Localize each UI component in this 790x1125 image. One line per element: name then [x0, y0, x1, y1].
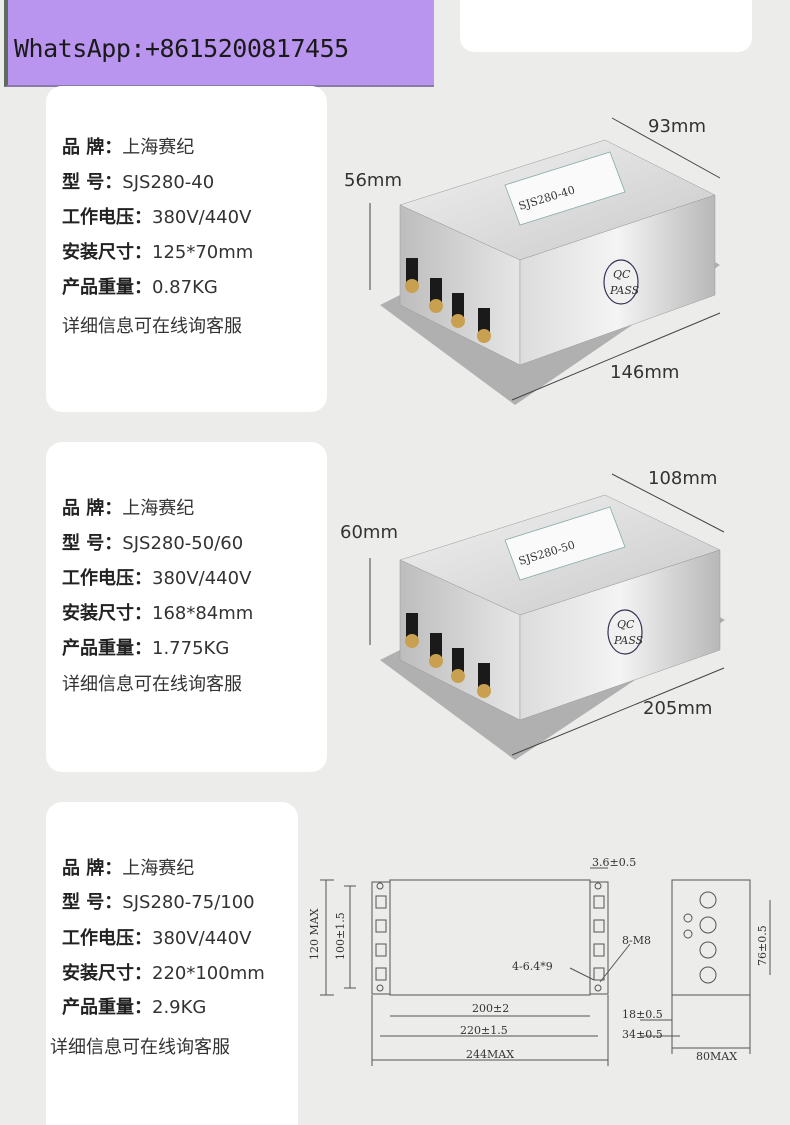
spec-model-1: 型 号：SJS280-40 [62, 172, 215, 193]
svg-text:PASS: PASS [609, 284, 640, 297]
dim-76: 76±0.5 [756, 925, 769, 966]
spec-weight-1: 产品重量：0.87KG [62, 277, 218, 298]
whatsapp-banner: WhatsApp:+8615200817455 [4, 0, 434, 87]
spec-mount-1: 安装尺寸：125*70mm [62, 242, 254, 263]
product-card-3 [46, 802, 298, 1125]
spec-model-3: 型 号：SJS280-75/100 [62, 892, 255, 913]
spec-weight-2: 产品重量：1.775KG [62, 638, 230, 659]
spec-voltage-2: 工作电压：380V/440V [62, 568, 252, 589]
dim-height-2: 60mm [340, 522, 398, 543]
dim-3-6: 3.6±0.5 [592, 856, 636, 869]
dim-4-6-4: 4-6.4*9 [512, 960, 553, 973]
dim-height-1: 56mm [344, 170, 402, 191]
drawing-side-view [671, 879, 751, 996]
spec-voltage-3: 工作电压：380V/440V [62, 928, 252, 949]
product-label-1 [504, 151, 626, 226]
dim-18: 18±0.5 [622, 1008, 663, 1021]
svg-text:PASS: PASS [613, 634, 644, 647]
dim-100: 100±1.5 [334, 912, 347, 960]
contact-note-3: 详细信息可在线询客服 [50, 1037, 230, 1058]
spec-voltage-1: 工作电压：380V/440V [62, 207, 252, 228]
filter-image-1: SJS280-40 QC PASS [369, 117, 721, 405]
product-label-2 [504, 506, 626, 581]
dim-length-2: 205mm [643, 698, 713, 719]
drawing-body [389, 879, 591, 996]
dim-80-max: 80MAX [696, 1050, 737, 1063]
dim-width-1: 93mm [648, 116, 706, 137]
contact-note-1: 详细信息可在线询客服 [62, 316, 242, 337]
dim-120-max: 120 MAX [308, 908, 321, 960]
spec-brand-1: 品 牌：上海赛纪 [62, 137, 195, 158]
spec-mount-3: 安装尺寸：220*100mm [62, 963, 265, 984]
contact-note-2: 详细信息可在线询客服 [62, 674, 242, 695]
dim-220: 220±1.5 [460, 1024, 508, 1037]
technical-drawing: 3.6±0.5 120 MAX 100±1.5 8-M8 4-6.4*9 200… [308, 856, 771, 1066]
spec-mount-2: 安装尺寸：168*84mm [62, 603, 254, 624]
dim-width-2: 108mm [648, 468, 718, 489]
svg-text:QC: QC [617, 618, 635, 631]
top-card [460, 0, 752, 52]
dim-34: 34±0.5 [622, 1028, 663, 1041]
svg-text:QC: QC [613, 268, 631, 281]
filter-image-2: SJS280-50 QC PASS [369, 473, 725, 760]
terminal-posts-1 [405, 258, 491, 343]
spec-model-2: 型 号：SJS280-50/60 [62, 533, 244, 554]
terminal-posts-2 [405, 613, 491, 698]
spec-weight-3: 产品重量：2.9KG [62, 997, 207, 1018]
product-card-2 [46, 442, 327, 772]
product-card-1 [46, 86, 327, 412]
qc-pass-badge-1: QC PASS [603, 259, 640, 305]
spec-brand-2: 品 牌：上海赛纪 [62, 498, 195, 519]
spec-brand-3: 品 牌：上海赛纪 [62, 858, 195, 879]
dim-244-max: 244MAX [466, 1048, 514, 1061]
qc-pass-badge-2: QC PASS [607, 609, 644, 655]
dim-200: 200±2 [472, 1002, 509, 1015]
dim-8-m8: 8-M8 [622, 934, 651, 947]
dim-length-1: 146mm [610, 362, 680, 383]
whatsapp-contact: WhatsApp:+8615200817455 [14, 34, 349, 63]
